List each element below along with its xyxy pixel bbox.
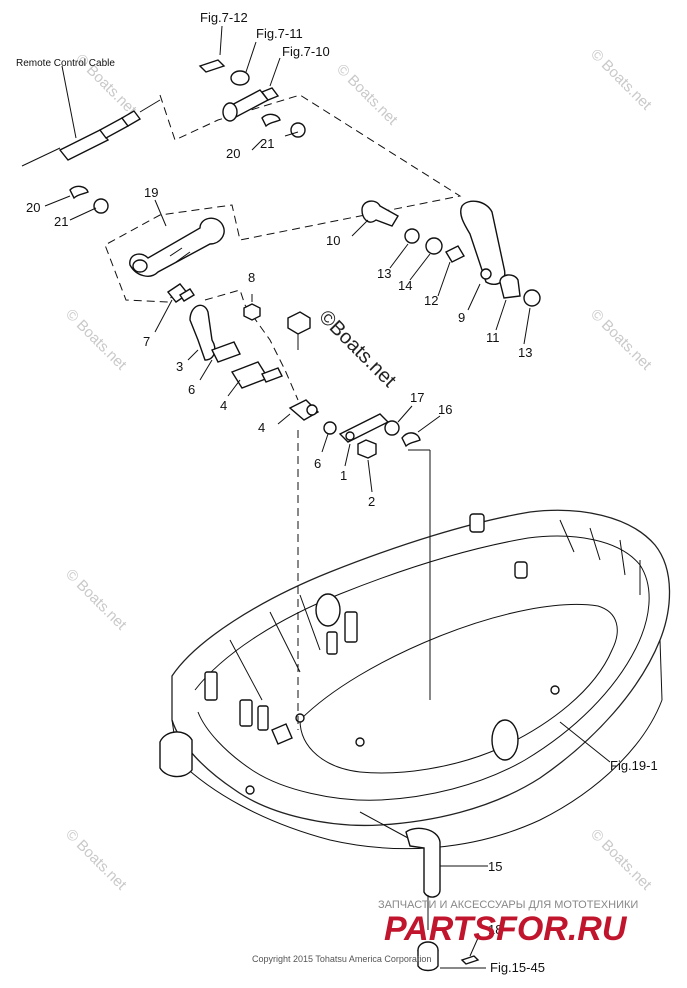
shift-rod-bolt — [287, 311, 311, 335]
washer-13-left — [404, 228, 420, 244]
bolt-10 — [361, 200, 399, 227]
part-num-4: 4 — [258, 420, 265, 435]
watermark-tile: © Boats.net — [62, 566, 130, 634]
part-num-20: 20 — [226, 146, 240, 161]
clip-20-left — [69, 185, 89, 200]
bolt-7 — [166, 283, 195, 303]
fig-ref-7-10: Fig.7-10 — [282, 44, 330, 59]
bolt-11 — [499, 274, 521, 299]
washer-6-lower — [323, 421, 337, 435]
part-num-3: 3 — [176, 359, 183, 374]
cable-end-19 — [129, 199, 225, 277]
nut-8 — [243, 303, 261, 321]
fig-ref-7-12: Fig.7-12 — [200, 10, 248, 25]
washer-21-upper — [290, 122, 306, 138]
watermark-tile: © Boats.net — [62, 826, 130, 894]
collar-12 — [445, 245, 465, 263]
part-num-13: 13 — [377, 266, 391, 281]
part-num-12: 12 — [424, 293, 438, 308]
nut-2 — [357, 439, 377, 459]
part-num-17: 17 — [410, 390, 424, 405]
bottom-cowl — [159, 509, 671, 850]
clip-20-upper — [261, 113, 281, 128]
part-num-8: 8 — [248, 270, 255, 285]
part-num-13: 13 — [518, 345, 532, 360]
part-num-11: 11 — [486, 330, 500, 345]
part-num-4: 4 — [220, 398, 227, 413]
washer-14 — [425, 237, 443, 255]
part-num-21: 21 — [54, 214, 68, 229]
washer-13-right — [523, 289, 541, 307]
watermark-tile: © Boats.net — [587, 826, 655, 894]
fig7-linkage-parts — [198, 59, 280, 122]
part-num-6: 6 — [188, 382, 195, 397]
part-num-2: 2 — [368, 494, 375, 509]
part-num-18: 18 — [488, 922, 502, 937]
watermark-tile: © Boats.net — [587, 306, 655, 374]
part-num-20: 20 — [26, 200, 40, 215]
fig-ref-19-1: Fig.19-1 — [610, 758, 658, 773]
part-num-21: 21 — [260, 136, 274, 151]
watermark-tile: © Boats.net — [333, 61, 401, 129]
shop-brand: PARTSFOR.RU — [384, 910, 628, 948]
watermark-tile: © Boats.net — [587, 46, 655, 114]
washer-21-left — [93, 198, 109, 214]
cable-label: Remote Control Cable — [16, 58, 115, 69]
part-num-16: 16 — [438, 402, 452, 417]
part-num-15: 15 — [488, 859, 502, 874]
assembly-boundary-upper — [104, 94, 462, 303]
part-num-10: 10 — [326, 233, 340, 248]
shop-tagline: ЗАПЧАСТИ И АКСЕССУАРЫ ДЛЯ МОТОТЕХНИКИ — [378, 899, 638, 911]
part-num-14: 14 — [398, 278, 412, 293]
hose-15 — [405, 827, 441, 898]
lever-3 — [189, 304, 216, 361]
washer-17 — [384, 420, 400, 436]
clip-16 — [401, 432, 421, 448]
watermark-tile: © Boats.net — [62, 306, 130, 374]
fig-ref-7-11: Fig.7-11 — [256, 26, 303, 41]
collar-6-upper — [211, 341, 241, 363]
assembly-boundary-lower — [204, 289, 299, 401]
copyright-text: Copyright 2015 Tohatsu America Corporati… — [252, 954, 431, 964]
part-num-1: 1 — [340, 468, 347, 483]
center-watermark: ©Boats.net — [314, 306, 400, 392]
fig-ref-15-45: Fig.15-45 — [490, 960, 545, 975]
remote-control-cable — [21, 65, 161, 167]
part-num-19: 19 — [144, 185, 158, 200]
part-num-7: 7 — [143, 334, 150, 349]
part-num-9: 9 — [458, 310, 465, 325]
part-num-6: 6 — [314, 456, 321, 471]
